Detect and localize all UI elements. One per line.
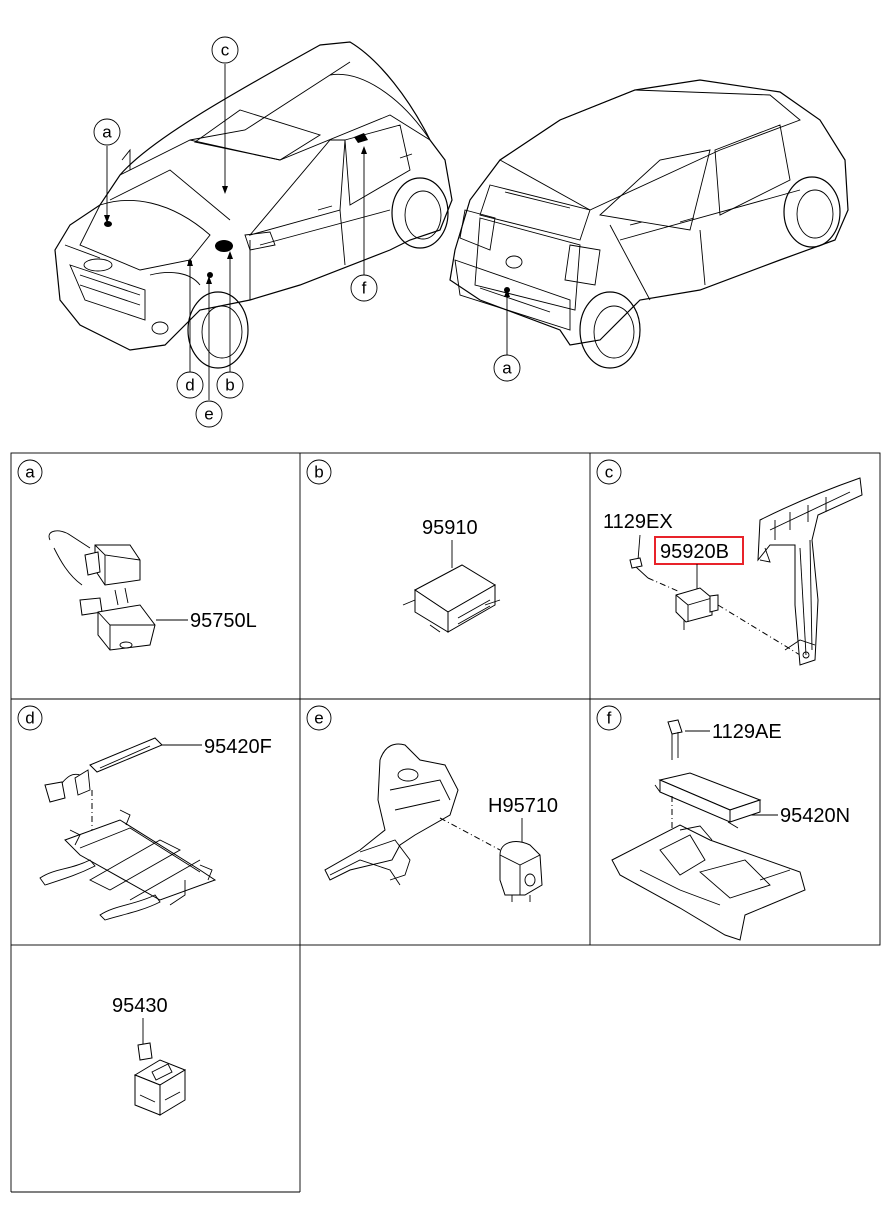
callout-b: b [216,371,244,399]
panel-d: d 95420F [17,705,272,921]
svg-text:e: e [314,709,323,728]
part-95910: 95910 [422,517,478,539]
svg-text:e: e [204,405,213,424]
part-H95710: H95710 [488,795,558,817]
callout-e: e [195,400,223,428]
panel-grid [10,452,881,1193]
callout-a-front: a [93,118,121,146]
panel-g: 95430 [112,995,187,1116]
svg-text:c: c [605,463,614,482]
highlight-box-95920B [654,536,744,565]
part-1129EX: 1129EX [603,511,673,533]
panel-b: b 95910 [306,459,501,633]
panel-c: c 1129EX 95920B [596,459,863,666]
front-car-illustration [54,41,453,400]
svg-text:b: b [314,463,323,482]
panel-f: f 1129AE 95420N [596,705,850,941]
part-1129AE: 1129AE [712,721,782,743]
callout-a-rear: a [493,354,521,382]
callout-d: d [176,371,204,399]
svg-text:a: a [25,463,35,482]
svg-text:f: f [607,709,612,728]
part-95430: 95430 [112,995,168,1017]
callout-f: f [350,274,378,302]
part-95750L: 95750L [190,610,257,632]
part-95420N: 95420N [780,805,850,827]
rear-car-illustration [449,79,849,369]
svg-text:d: d [25,709,34,728]
part-95420F: 95420F [204,736,272,758]
callout-c: c [211,36,239,64]
panel-a: a 95750L [17,459,257,651]
svg-text:d: d [185,376,194,395]
svg-text:a: a [102,123,112,142]
panel-e: e H95710 [306,705,558,902]
part-95920B: 95920B [660,541,729,563]
svg-text:a: a [502,359,512,378]
svg-text:c: c [221,41,230,60]
svg-text:f: f [362,279,367,298]
svg-text:b: b [225,376,234,395]
